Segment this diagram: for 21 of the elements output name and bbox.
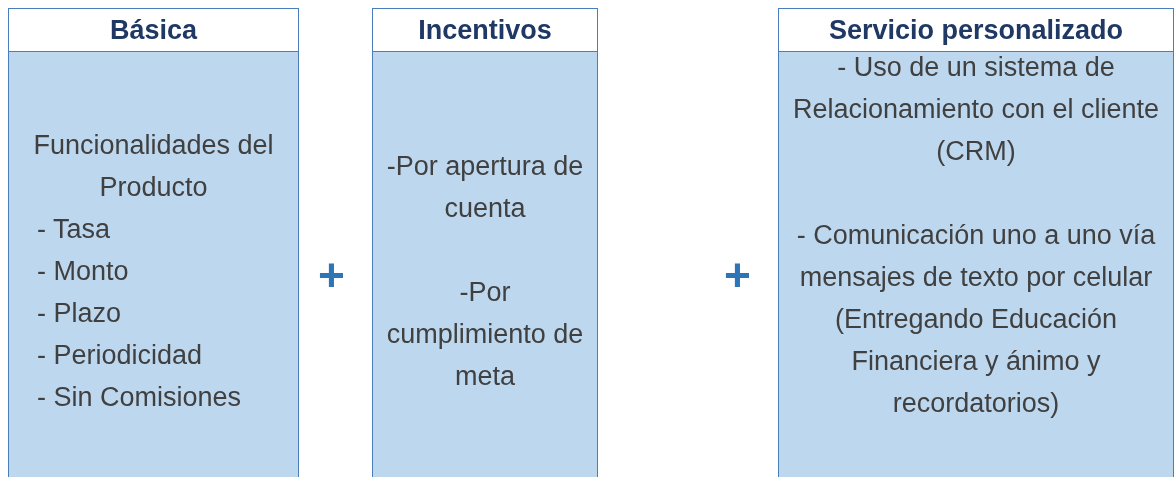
list-item: - Monto <box>36 255 130 288</box>
column-header <box>372 8 598 52</box>
content-panel <box>778 51 1174 477</box>
content-panel <box>8 51 299 477</box>
content-panel <box>372 51 598 477</box>
header-text: Incentivos <box>418 14 552 46</box>
plus-sign: + <box>724 252 751 298</box>
plus-sign: + <box>318 252 345 298</box>
body-text: Funcionalidades del Producto <box>32 129 275 204</box>
list-item: - Sin Comisiones <box>36 381 243 414</box>
body-text: -Por cumplimiento de meta <box>385 276 585 393</box>
column-header <box>778 8 1174 52</box>
body-text: - Uso de un sistema de Relacionamiento con el cliente (CRM) <box>791 51 1161 168</box>
list-item: - Plazo <box>36 297 123 330</box>
list-item: - Tasa <box>36 213 112 246</box>
body-text: -Por apertura de cuenta <box>385 150 585 225</box>
column-header <box>8 8 299 52</box>
body-text: - Comunicación uno a uno vía mensajes de texto por celular (Entregando Educación Financiera y ánimo y recordatorios) <box>795 219 1157 420</box>
list-item: - Periodicidad <box>36 339 204 372</box>
header-text: Básica <box>109 14 198 46</box>
header-text: Servicio personalizado <box>828 14 1124 46</box>
